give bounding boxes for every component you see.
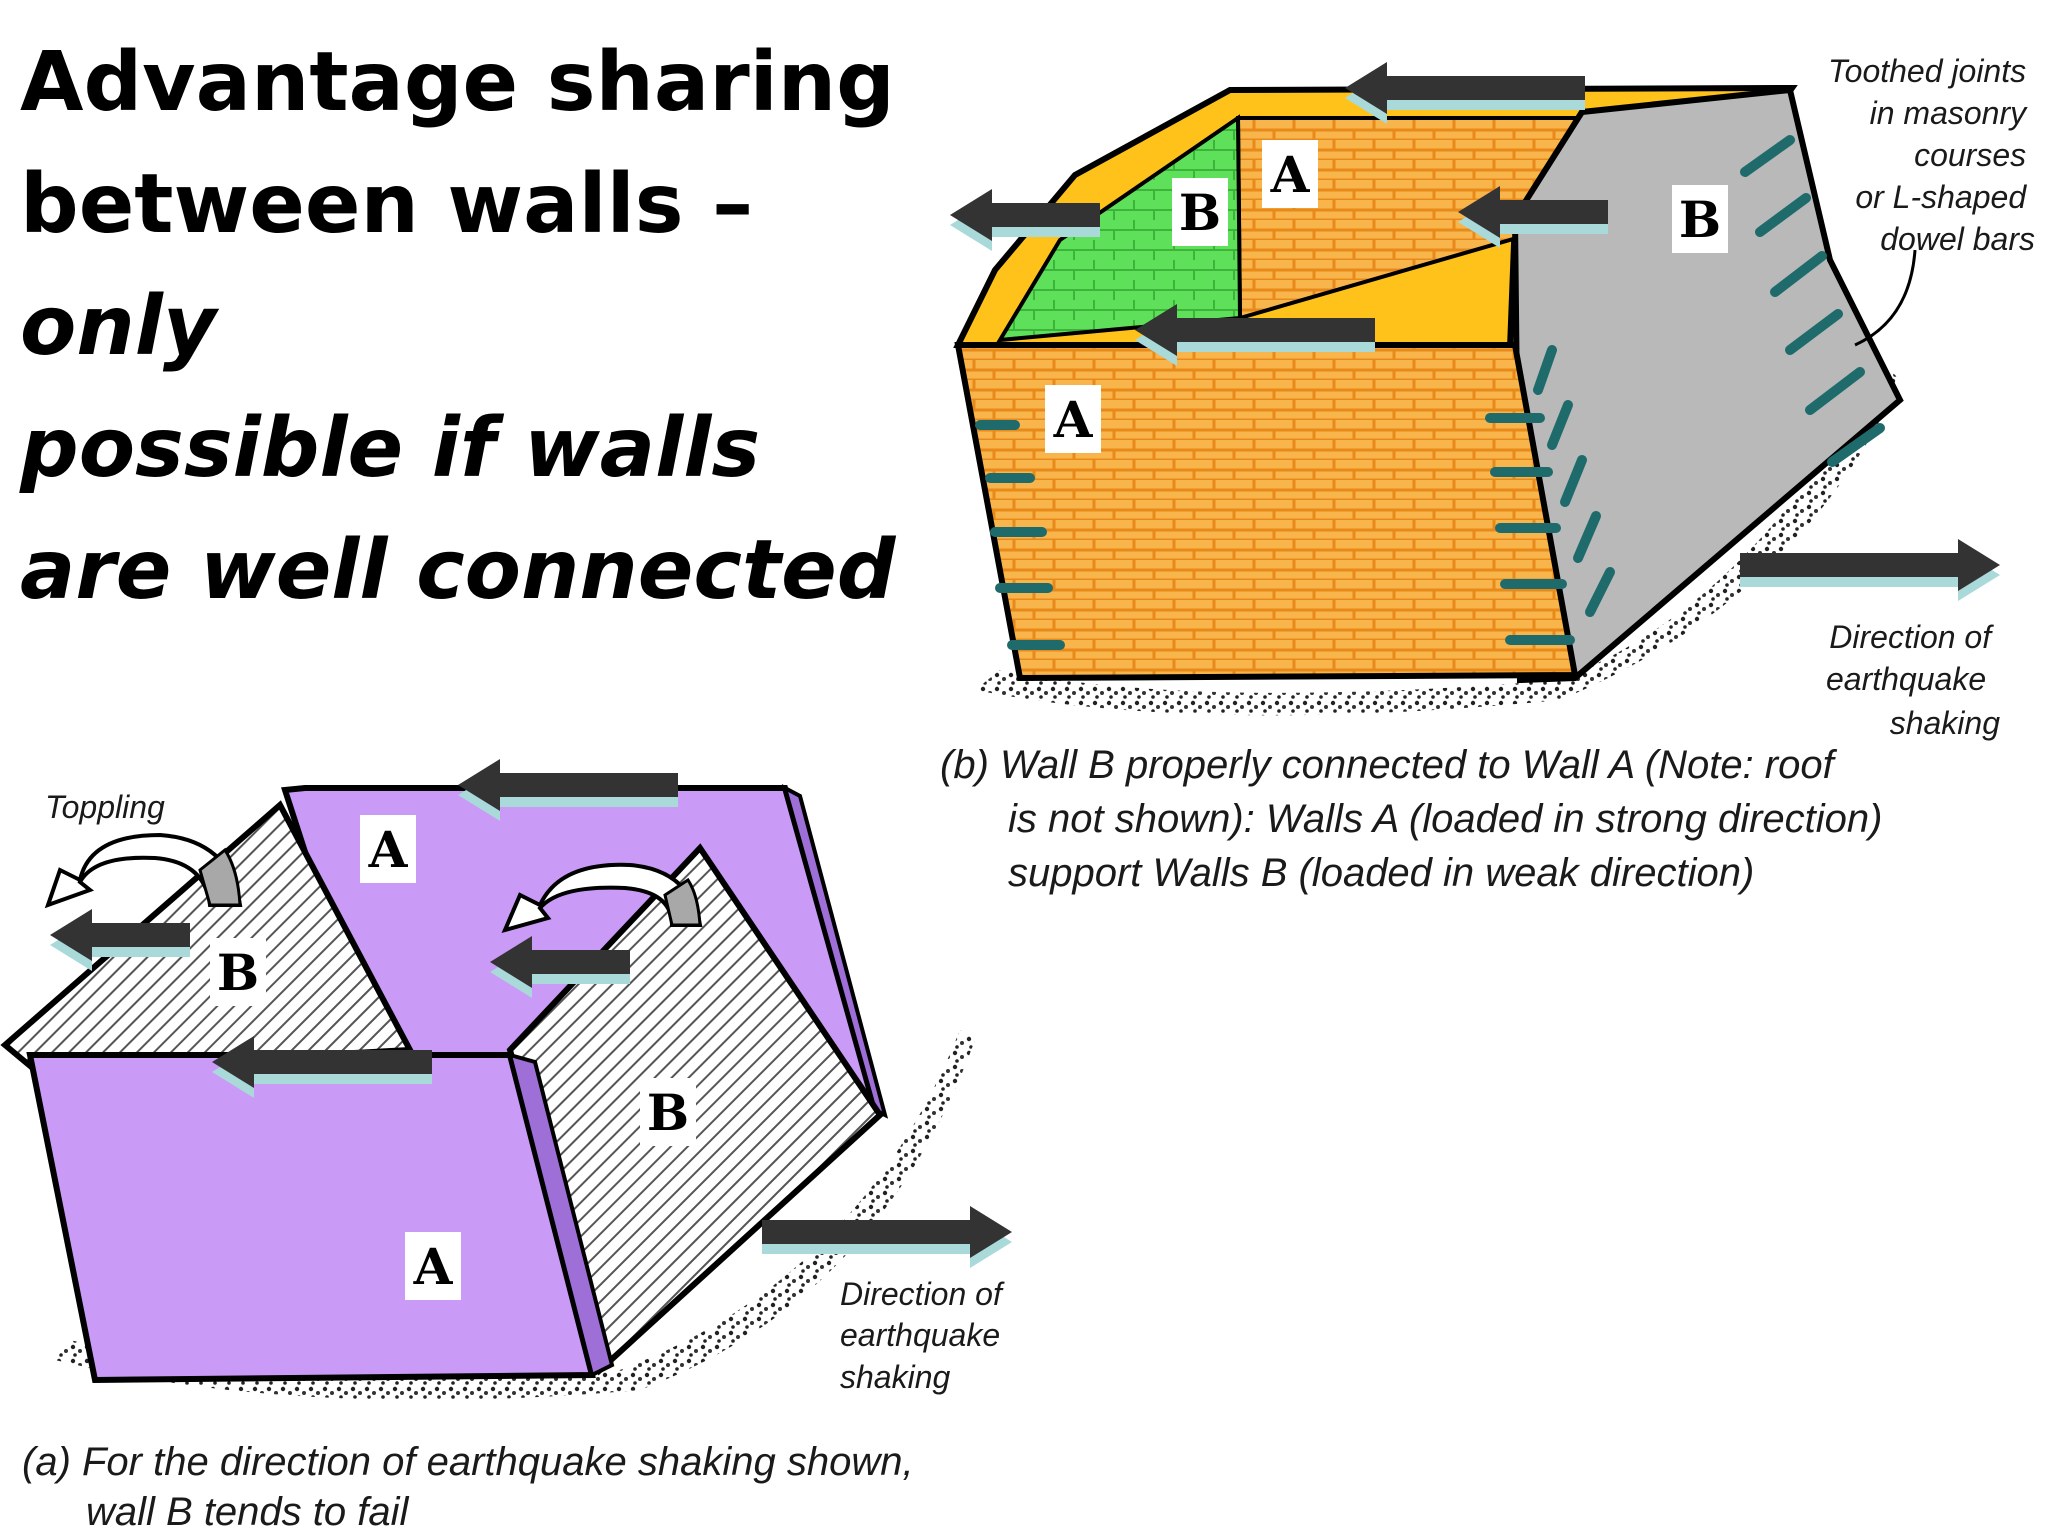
figure-b-connected-walls: A B B A Toothed joints in masonry course…	[940, 53, 2035, 895]
svg-text:A: A	[413, 1237, 454, 1296]
svg-text:A: A	[368, 820, 409, 879]
arrow-b-front	[1135, 304, 1375, 366]
figure-b-toothed-joints-left	[975, 420, 1065, 650]
figure-b-leader-line	[1854, 249, 1917, 347]
arrow-a-mid	[490, 936, 630, 998]
figure-b-direction-note: Direction of earthquake shaking	[1826, 619, 2000, 741]
svg-text:B: B	[217, 943, 259, 1002]
figure-a-front-wall-a	[26, 1052, 596, 1384]
arrow-b-top	[1345, 62, 1585, 124]
arrow-a-left	[50, 909, 190, 971]
figure-a-back-wall-edge	[781, 784, 889, 1119]
page-title: Advantage sharing between walls – only p…	[20, 22, 960, 632]
figure-a-toppling-label: Toppling	[45, 789, 165, 825]
figure-a-unconnected-walls: A B B A Toppling Direction of earthquake…	[0, 784, 1011, 1534]
arrow-a-front	[212, 1036, 432, 1098]
svg-text:A: A	[1053, 390, 1094, 449]
figure-a-toppling-arrow-left	[44, 832, 243, 909]
arrow-a-top	[458, 759, 678, 821]
figure-b-label-b-left: B	[1172, 178, 1228, 246]
figure-a-label-a-front: A	[405, 1232, 461, 1300]
figure-b-caption: (b) Wall B properly connected to Wall A …	[940, 743, 1894, 895]
arrow-b-left	[950, 189, 1100, 251]
figure-a-front-wall-edge	[507, 1052, 615, 1378]
figure-b-toothed-joints-right	[1740, 135, 1885, 467]
svg-text:B: B	[647, 1083, 689, 1142]
title-line-3: possible if walls	[20, 401, 761, 496]
arrow-a-direction	[762, 1206, 1012, 1268]
figure-b-toothed-joints-note: Toothed joints in masonry courses or L-s…	[1828, 53, 2035, 257]
arrow-b-mid	[1458, 186, 1608, 248]
figure-a-caption: (a) For the direction of earthquake shak…	[22, 1440, 925, 1534]
figure-b-label-a-back: A	[1262, 140, 1318, 208]
figure-a-label-b-right: B	[640, 1078, 696, 1146]
figure-b-toothed-joints-corner	[1485, 345, 1615, 645]
figure-a-label-a-back: A	[360, 815, 416, 883]
figure-a-ground	[55, 1030, 975, 1400]
figure-a-label-b-left: B	[210, 938, 266, 1006]
title-line-1: Advantage sharing	[20, 35, 895, 130]
figure-b-right-wall-b	[1511, 86, 1904, 684]
svg-text:A: A	[1270, 145, 1311, 204]
force-arrows	[50, 62, 2000, 1268]
figure-b-label-b-right: B	[1672, 185, 1728, 253]
figure-b-ground	[975, 360, 1900, 716]
svg-text:B: B	[1679, 190, 1721, 249]
arrow-b-direction	[1740, 539, 2000, 601]
figure-a-toppling-arrow-right	[501, 862, 703, 934]
figure-b-label-a-front: A	[1045, 385, 1101, 453]
title-line-4: are well connected	[20, 523, 896, 618]
title-line-2: between walls –	[20, 157, 754, 252]
figure-a-direction-note: Direction of earthquake shaking	[840, 1276, 1011, 1395]
title-line-2-italic: only	[20, 279, 217, 374]
svg-text:B: B	[1179, 183, 1221, 242]
